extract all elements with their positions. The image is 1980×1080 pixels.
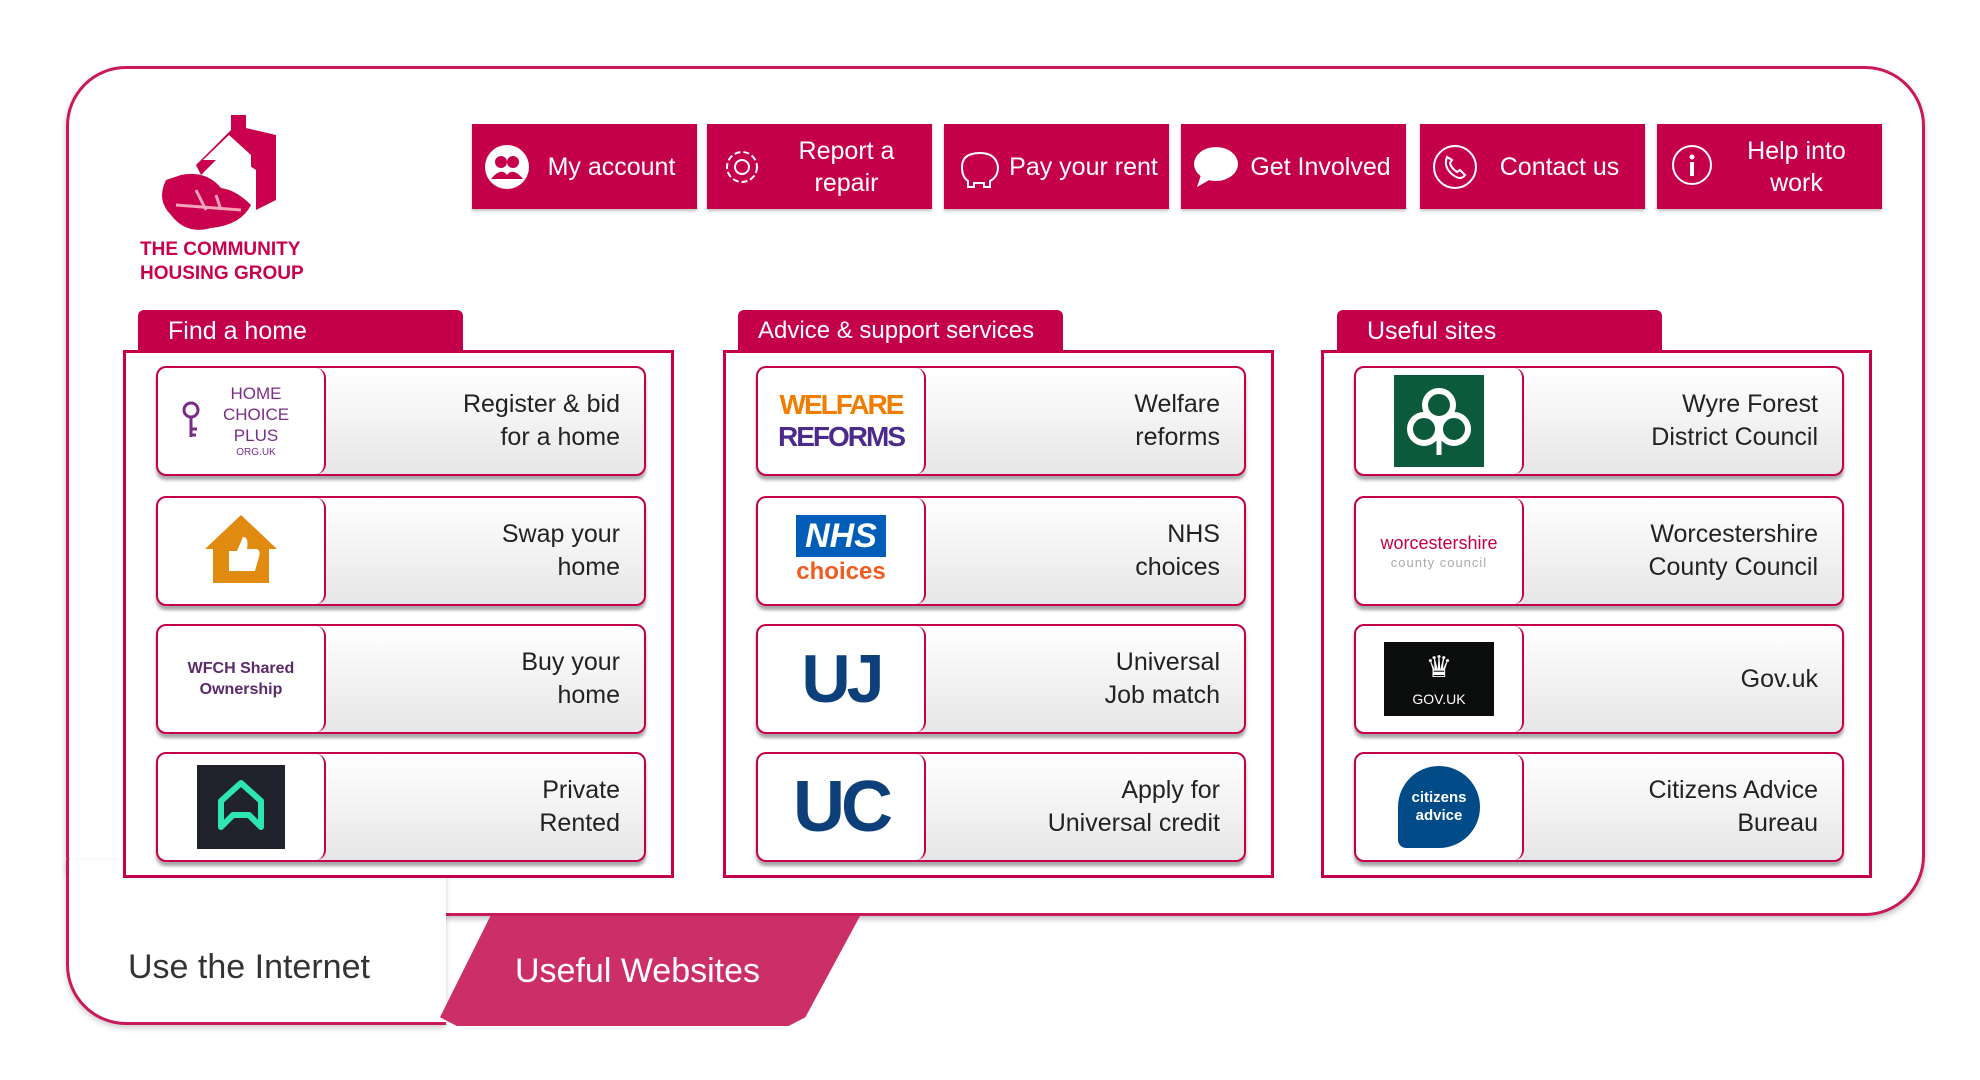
gov-uk-logo: ♛GOV.UK: [1356, 626, 1524, 732]
nav-label: Get Involved: [1250, 152, 1391, 181]
people-icon: [482, 142, 532, 192]
link-buy-home[interactable]: WFCH Shared Ownership Buy your home: [156, 624, 646, 734]
link-swap-home[interactable]: Swap your home: [156, 496, 646, 606]
link-universal-credit[interactable]: UC Apply for Universal credit: [756, 752, 1246, 862]
thumbs-up-house-icon: [158, 498, 326, 604]
link-label: Welfare reforms: [1134, 390, 1220, 451]
link-label: Wyre Forest District Council: [1651, 390, 1818, 451]
uj-logo: UJ: [758, 626, 926, 732]
tab-useful-websites[interactable]: Useful Websites: [440, 916, 860, 1026]
house-outline-logo: [158, 754, 326, 860]
gear-icon: [717, 142, 767, 192]
link-label: Private Rented: [539, 776, 620, 837]
link-universal-jobmatch[interactable]: UJ Universal Job match: [756, 624, 1246, 734]
tab-use-the-internet[interactable]: Use the Internet: [128, 948, 370, 986]
community-housing-group-logo[interactable]: THE COMMUNITY HOUSING GROUP: [140, 110, 304, 290]
speech-bubble-icon: [1191, 142, 1241, 192]
link-label: Worcestershire County Council: [1648, 520, 1818, 581]
link-label: Buy your home: [521, 648, 620, 709]
uc-logo: UC: [758, 754, 926, 860]
logo-text-line2: HOUSING GROUP: [140, 262, 304, 285]
link-label: Citizens Advice Bureau: [1648, 776, 1818, 837]
nav-label: Contact us: [1499, 152, 1620, 181]
info-icon: [1667, 142, 1717, 192]
link-register-bid[interactable]: HOME CHOICE PLUS ORG.UK Register & bid f…: [156, 366, 646, 476]
phone-icon: [1430, 142, 1480, 192]
bottom-panel: [66, 860, 446, 1025]
link-wyre-forest[interactable]: Wyre Forest District Council: [1354, 366, 1844, 476]
section-title-advice-support: Advice & support services: [738, 310, 1063, 352]
link-gov-uk[interactable]: ♛GOV.UK Gov.uk: [1354, 624, 1844, 734]
nav-label: Pay your rent: [1009, 152, 1158, 181]
house-leaf-icon: [162, 115, 276, 230]
nav-label: Help into work: [1747, 136, 1846, 197]
wfch-shared-ownership-logo: WFCH Shared Ownership: [158, 626, 326, 732]
link-label: Gov.uk: [1740, 664, 1818, 693]
nav-get-involved-button[interactable]: Get Involved: [1181, 124, 1406, 209]
link-label: NHS choices: [1135, 520, 1220, 581]
main-panel: [66, 66, 1925, 916]
find-a-home-section: HOME CHOICE PLUS ORG.UK Register & bid f…: [123, 350, 674, 878]
wyre-forest-trefoil-logo: [1356, 368, 1524, 474]
link-private-rented[interactable]: Private Rented: [156, 752, 646, 862]
link-label: Swap your home: [501, 520, 620, 581]
useful-sites-section: Wyre Forest District Council worcestersh…: [1321, 350, 1872, 878]
key-icon: [182, 401, 200, 437]
nav-report-repair-button[interactable]: Report a repair: [707, 124, 932, 209]
nav-contact-us-button[interactable]: Contact us: [1420, 124, 1645, 209]
nav-help-into-work-button[interactable]: Help into work: [1657, 124, 1882, 209]
logo-text-line1: THE COMMUNITY: [140, 238, 301, 261]
link-label: Universal Job match: [1104, 648, 1220, 709]
nav-label: Report a repair: [798, 136, 895, 197]
link-label: Register & bid for a home: [462, 390, 620, 451]
link-label: Apply for Universal credit: [1047, 776, 1220, 837]
section-title-useful-sites: Useful sites: [1337, 310, 1662, 352]
section-title-find-a-home: Find a home: [138, 310, 463, 352]
nav-my-account-button[interactable]: My account: [472, 124, 697, 209]
piggy-bank-icon: [954, 142, 1004, 192]
nav-pay-rent-button[interactable]: Pay your rent: [944, 124, 1169, 209]
nav-label: My account: [547, 152, 676, 181]
crown-icon: ♛: [1425, 651, 1453, 684]
home-choice-plus-logo: HOME CHOICE PLUS ORG.UK: [158, 368, 326, 474]
